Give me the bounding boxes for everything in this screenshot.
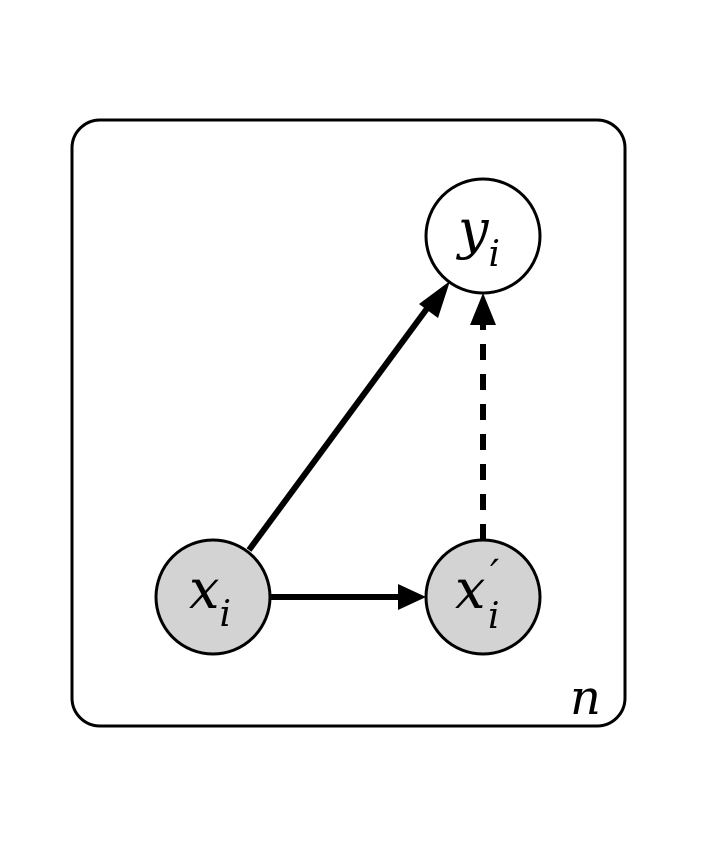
node-x-prime-label: x xyxy=(455,558,485,621)
node-y-sub: i xyxy=(489,234,501,275)
node-x-prime-base: x xyxy=(455,558,485,621)
node-y-circle xyxy=(424,177,542,295)
node-x-base: x xyxy=(189,558,219,621)
node-x-prime-circle xyxy=(424,538,542,656)
node-x: xi xyxy=(154,538,272,656)
edge-x-to-xprime-arrowhead xyxy=(398,584,426,610)
node-y: yi xyxy=(424,177,542,295)
edge-x-to-y-arrowhead xyxy=(419,281,450,318)
plate xyxy=(70,118,627,728)
node-x-prime: x ′ i xyxy=(424,538,542,656)
edge-xprime-to-y-arrowhead xyxy=(470,293,496,325)
node-y-base: y xyxy=(456,198,490,261)
node-y-label: yi xyxy=(456,198,500,275)
node-x-prime-sub: i xyxy=(488,596,500,637)
node-x-prime-sup: ′ xyxy=(490,552,499,598)
plate-label: n xyxy=(570,670,601,726)
edge-x-to-y xyxy=(246,293,440,552)
node-x-circle xyxy=(154,538,272,656)
node-x-label: xi xyxy=(189,558,231,635)
node-x-sub: i xyxy=(219,594,231,635)
